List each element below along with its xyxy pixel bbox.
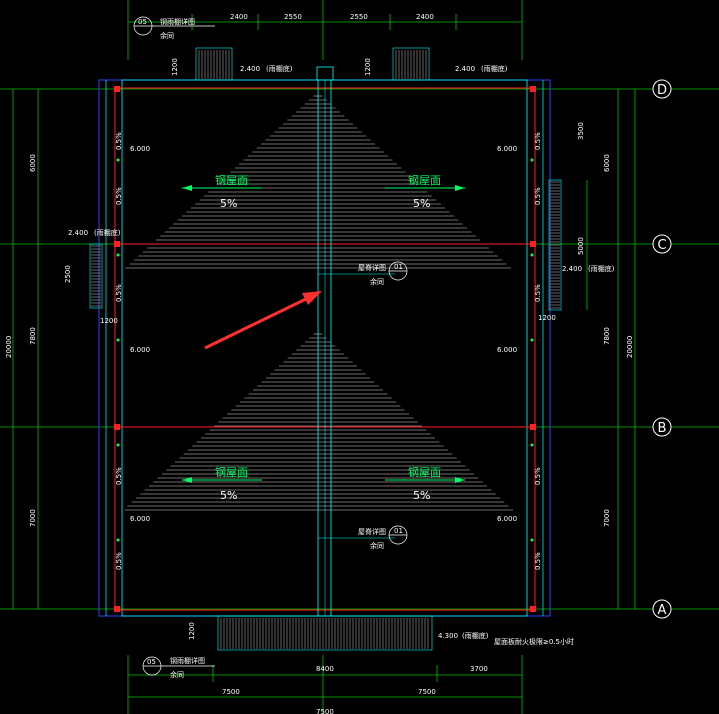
gutter-slope-r1: 0.5% (534, 132, 542, 150)
dim-right-total: 20000 (626, 336, 634, 358)
dim-bottom-total: 7500 (316, 708, 334, 714)
building-frame (98, 66, 551, 617)
roof-label-ne: 钢屋面 (408, 174, 441, 187)
dim-canopy-h-top-l: 1200 (171, 58, 179, 76)
gutter-arrows (116, 158, 534, 542)
canopy-see-bottom: 余同 (170, 670, 184, 679)
dim-right-small1: 3500 (577, 122, 585, 140)
ridge-detail-2: 屋脊详图 (358, 527, 386, 536)
roof-drains (114, 86, 536, 612)
roof-label-sw: 钢屋面 (215, 466, 248, 479)
canopy-ref-bottom-no: 05 (147, 658, 156, 666)
gutter-slope-r5: 0.5% (534, 552, 542, 570)
slope-se: 5% (413, 489, 430, 502)
elev-roof-5: 6.000 (130, 515, 150, 523)
slope-sw: 5% (220, 489, 237, 502)
elev-roof-3: 6.000 (130, 346, 150, 354)
elev-roof-4: 6.000 (497, 346, 517, 354)
gutter-slope-l5: 0.5% (115, 552, 123, 570)
detail-bubbles (133, 16, 408, 676)
dim-canopy-h-bottom: 1200 (188, 622, 196, 640)
slope-arrows (182, 187, 465, 481)
annotation-arrow (204, 291, 322, 350)
dim-canopy-w-left: 1200 (100, 317, 118, 325)
dim-canopy-h-top-r: 1200 (364, 58, 372, 76)
dim-top-1: 2400 (230, 13, 248, 21)
note-canopy-right: (雨棚底) (588, 264, 615, 273)
elev-roof-2: 6.000 (497, 145, 517, 153)
canopies (89, 47, 562, 651)
note-canopy-top-r: (雨棚底) (481, 64, 508, 73)
dim-bottom-right: 7500 (418, 688, 436, 696)
slope-nw: 5% (220, 197, 237, 210)
slope-arrowheads (182, 185, 465, 483)
canopy-detail-bottom: 钢雨棚详图 (170, 656, 205, 665)
elev-canopy-right: 2.400 (562, 265, 582, 273)
dim-right-c: 7000 (603, 509, 611, 527)
gutter-slope-l1: 0.5% (115, 132, 123, 150)
dim-left-c: 7000 (29, 509, 37, 527)
elev-roof-6: 6.000 (497, 515, 517, 523)
roof-label-nw: 钢屋面 (215, 174, 248, 187)
dim-top-2: 2550 (284, 13, 302, 21)
gutter-slope-l4: 0.5% (115, 467, 123, 485)
gutter-slope-r3: 0.5% (534, 284, 542, 302)
ridge-no-1: 01 (394, 263, 403, 271)
canopy-ref-top-no: 05 (138, 18, 147, 26)
canopy-see-top: 余同 (160, 31, 174, 40)
dim-left-b: 7800 (29, 327, 37, 345)
elev-roof-1: 6.000 (130, 145, 150, 153)
gutter-slope-r4: 0.5% (534, 467, 542, 485)
slope-ne: 5% (413, 197, 430, 210)
axis-label-c: C (657, 238, 666, 253)
roof-label-se: 钢屋面 (408, 466, 441, 479)
elev-canopy-top-l: 2.400 (240, 65, 260, 73)
dim-left-total: 20000 (5, 336, 13, 358)
dim-bottom-mid: 8400 (316, 665, 334, 673)
axis-label-a: A (658, 603, 667, 618)
gutter-slope-r2: 0.5% (534, 187, 542, 205)
dim-left-a: 6000 (29, 154, 37, 172)
dim-top-3: 2550 (350, 13, 368, 21)
ridge-no-2: 01 (394, 527, 403, 535)
dim-right-a: 6000 (603, 154, 611, 172)
dim-right-small2: 5000 (577, 237, 585, 255)
dim-bottom-left: 7500 (222, 688, 240, 696)
dim-top-4: 2400 (416, 13, 434, 21)
elev-canopy-left: 2.400 (68, 229, 88, 237)
note-canopy-left: (雨棚底) (94, 228, 121, 237)
dim-left-small: 2500 (64, 265, 72, 283)
ridge-see-1: 余同 (370, 277, 384, 286)
dim-right-b: 7800 (603, 327, 611, 345)
axis-label-d: D (657, 83, 667, 98)
elev-canopy-top-r: 2.400 (455, 65, 475, 73)
note-drain: 屋面板耐火极限≥0.5小时 (494, 637, 574, 646)
gutter-slope-l2: 0.5% (115, 187, 123, 205)
dim-bottom-right2: 3700 (470, 665, 488, 673)
note-canopy-bottom: (雨棚底) (462, 631, 489, 640)
canopy-detail-top: 钢雨棚详图 (160, 17, 195, 26)
elev-canopy-bottom: 4.300 (438, 632, 458, 640)
ridge-detail-1: 屋脊详图 (358, 263, 386, 272)
axis-bubbles (652, 79, 672, 619)
ridge-see-2: 余同 (370, 541, 384, 550)
dim-canopy-w-right: 1200 (538, 314, 556, 322)
axis-label-b: B (658, 421, 667, 436)
gutter-slope-l3: 0.5% (115, 284, 123, 302)
note-canopy-top-l: (雨棚底) (266, 64, 293, 73)
canopy-hatch (91, 50, 560, 649)
